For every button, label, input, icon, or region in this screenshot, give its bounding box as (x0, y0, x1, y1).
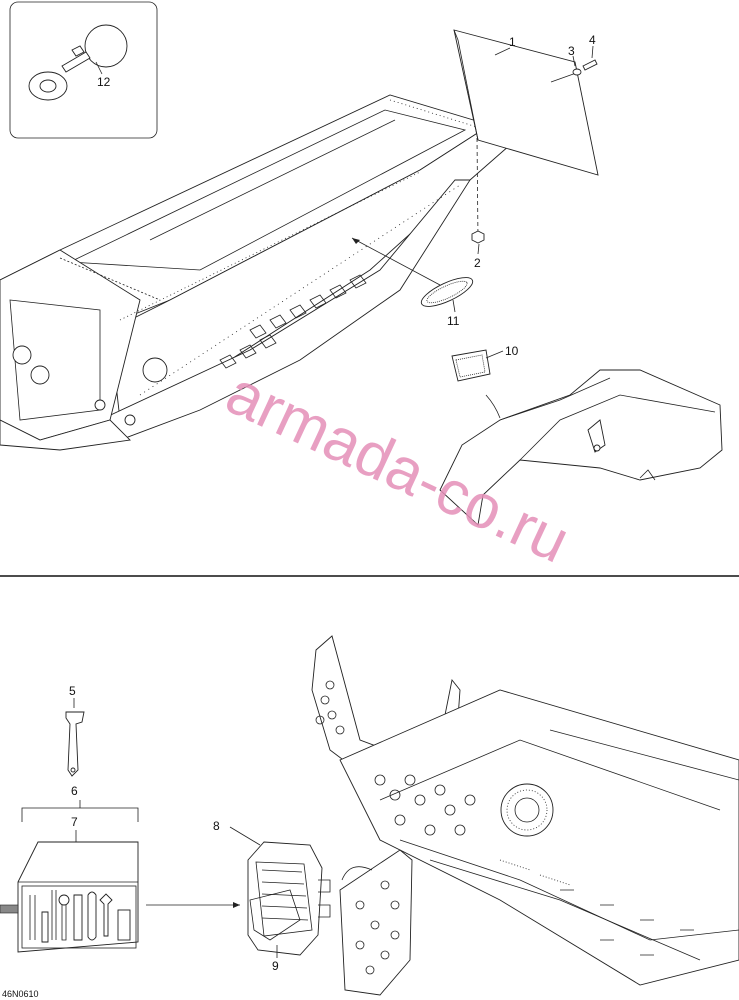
callout-4: 4 (589, 33, 596, 47)
chassis-tunnel (0, 94, 511, 451)
rear-fender (439, 369, 723, 526)
tool-kit: 6 7 (0, 784, 240, 953)
callout-6: 6 (71, 784, 78, 798)
callout-7: 7 (71, 815, 78, 829)
decal: 10 (451, 344, 519, 382)
callout-5: 5 (69, 684, 76, 698)
callout-1: 1 (509, 35, 516, 49)
callout-11: 11 (447, 314, 460, 328)
tool-holder: 8 9 (213, 819, 331, 973)
wrench: 5 (65, 684, 85, 777)
callout-8: 8 (213, 819, 220, 833)
callout-2: 2 (474, 256, 481, 270)
reflector: 11 (420, 277, 474, 328)
snow-flap-assembly: 1 3 4 2 (453, 29, 599, 270)
drawing-code: 46N0610 (2, 989, 39, 999)
horn-inset: 12 (9, 1, 158, 139)
callout-12: 12 (97, 75, 111, 89)
callout-3: 3 (568, 44, 575, 58)
lower-chassis (311, 635, 739, 996)
watermark: armada-co.ru (216, 358, 579, 576)
callout-10: 10 (505, 344, 519, 358)
callout-9: 9 (272, 959, 279, 973)
